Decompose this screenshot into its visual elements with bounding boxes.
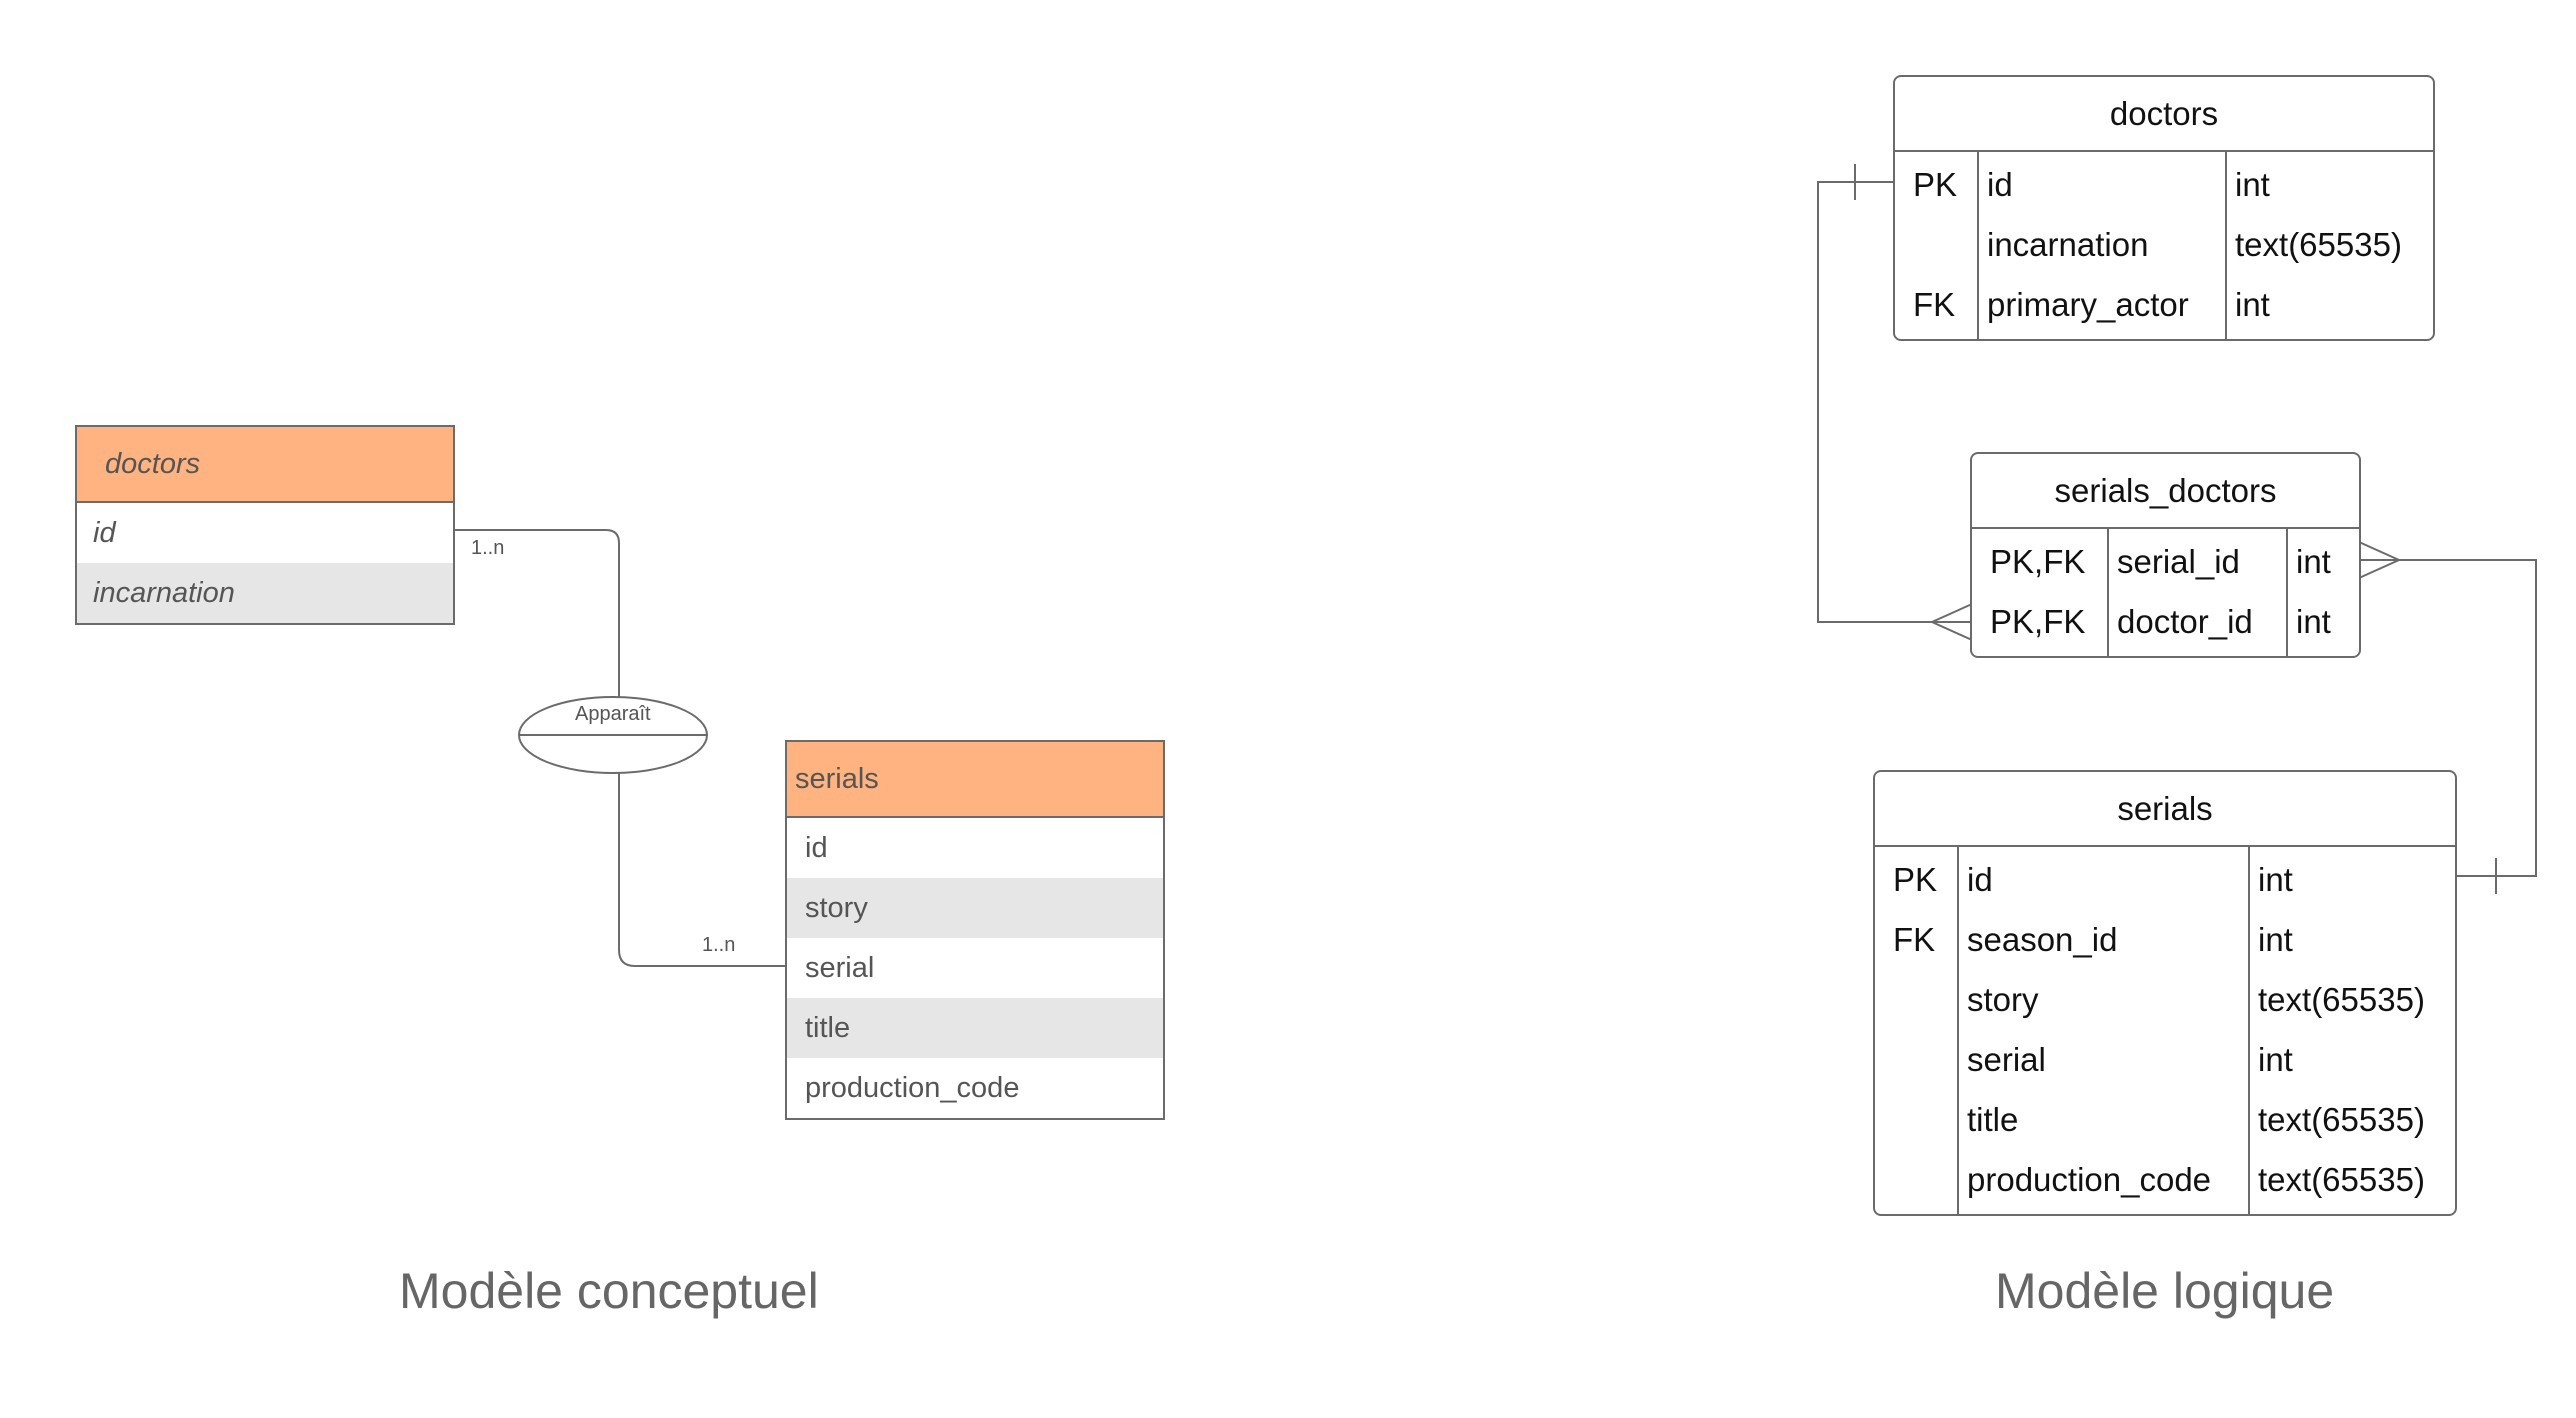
caption-logical: Modèle logique [1995, 1263, 2335, 1319]
field-cell: incarnation [1987, 226, 2149, 263]
type-cell: int [2296, 603, 2331, 640]
type-cell: text(65535) [2258, 1101, 2425, 1138]
field-cell: primary_actor [1987, 286, 2189, 323]
field-cell: id [1967, 861, 1993, 898]
key-cell [1875, 1150, 1957, 1210]
table-serials-title: serials [1875, 772, 2455, 847]
table-row: PK id int [1895, 155, 2433, 215]
attribute-row: title [787, 998, 1163, 1058]
key-cell: PK [1893, 861, 1938, 898]
entity-doctors-title: doctors [77, 427, 453, 503]
table-serials-doctors-title: serials_doctors [1972, 454, 2359, 529]
table-row: PK id int [1875, 850, 2455, 910]
type-cell: int [2235, 286, 2270, 323]
table-doctors[interactable]: doctors PK id int incarnation text(65535… [1893, 75, 2435, 341]
key-cell: PK [1913, 166, 1958, 203]
key-cell [1875, 1090, 1957, 1150]
type-cell: text(65535) [2235, 226, 2402, 263]
association-label: Apparaît [575, 703, 651, 725]
table-row: PK,FK serial_id int [1972, 532, 2359, 592]
table-doctors-title: doctors [1895, 77, 2433, 152]
key-cell [1895, 215, 1977, 275]
type-cell: int [2235, 166, 2270, 203]
field-cell: story [1967, 981, 2039, 1018]
type-cell: int [2258, 861, 2293, 898]
cardinality-doctors: 1..n [471, 537, 505, 559]
table-row: title text(65535) [1875, 1090, 2455, 1150]
caption-conceptual: Modèle conceptuel [399, 1263, 819, 1319]
attribute-row: id [93, 516, 116, 549]
table-row: FK season_id int [1875, 910, 2455, 970]
entity-doctors[interactable]: doctors id incarnation [75, 425, 455, 625]
key-cell [1875, 1030, 1957, 1090]
type-cell: text(65535) [2258, 1161, 2425, 1198]
table-row: PK,FK doctor_id int [1972, 592, 2359, 652]
many-marker-doctor-id [1929, 603, 1973, 641]
attribute-row: id [805, 831, 828, 864]
field-cell: season_id [1967, 921, 2118, 958]
attribute-row: serial [805, 951, 875, 984]
table-serials[interactable]: serials PK id int FK season_id int story… [1873, 770, 2457, 1216]
many-marker-serial-id [2358, 541, 2402, 579]
link-apparait-serials [618, 773, 786, 967]
field-cell: production_code [1967, 1161, 2212, 1198]
type-cell: int [2258, 1041, 2293, 1078]
attribute-row: production_code [805, 1071, 1020, 1104]
table-row: serial int [1875, 1030, 2455, 1090]
field-cell: doctor_id [2117, 603, 2253, 640]
attribute-row: story [787, 878, 1163, 938]
key-cell: PK,FK [1990, 603, 2086, 640]
key-cell: FK [1913, 286, 1956, 323]
table-row: story text(65535) [1875, 970, 2455, 1030]
field-cell: serial [1967, 1041, 2046, 1078]
key-cell [1875, 970, 1957, 1030]
type-cell: int [2296, 543, 2331, 580]
attribute-row: incarnation [77, 563, 453, 623]
table-row: incarnation text(65535) [1895, 215, 2433, 275]
key-cell: FK [1893, 921, 1936, 958]
type-cell: int [2258, 921, 2293, 958]
field-cell: serial_id [2117, 543, 2240, 580]
field-cell: id [1987, 166, 2013, 203]
table-serials-doctors[interactable]: serials_doctors PK,FK serial_id int PK,F… [1970, 452, 2361, 658]
type-cell: text(65535) [2258, 981, 2425, 1018]
field-cell: title [1967, 1101, 2019, 1138]
key-cell: PK,FK [1990, 543, 2086, 580]
link-doctors-apparait [453, 529, 620, 697]
entity-serials[interactable]: serials id story serial title production… [785, 740, 1165, 1120]
cardinality-serials: 1..n [702, 934, 736, 956]
table-row: FK primary_actor int [1895, 275, 2433, 335]
table-row: production_code text(65535) [1875, 1150, 2455, 1210]
entity-serials-title: serials [787, 742, 1163, 818]
